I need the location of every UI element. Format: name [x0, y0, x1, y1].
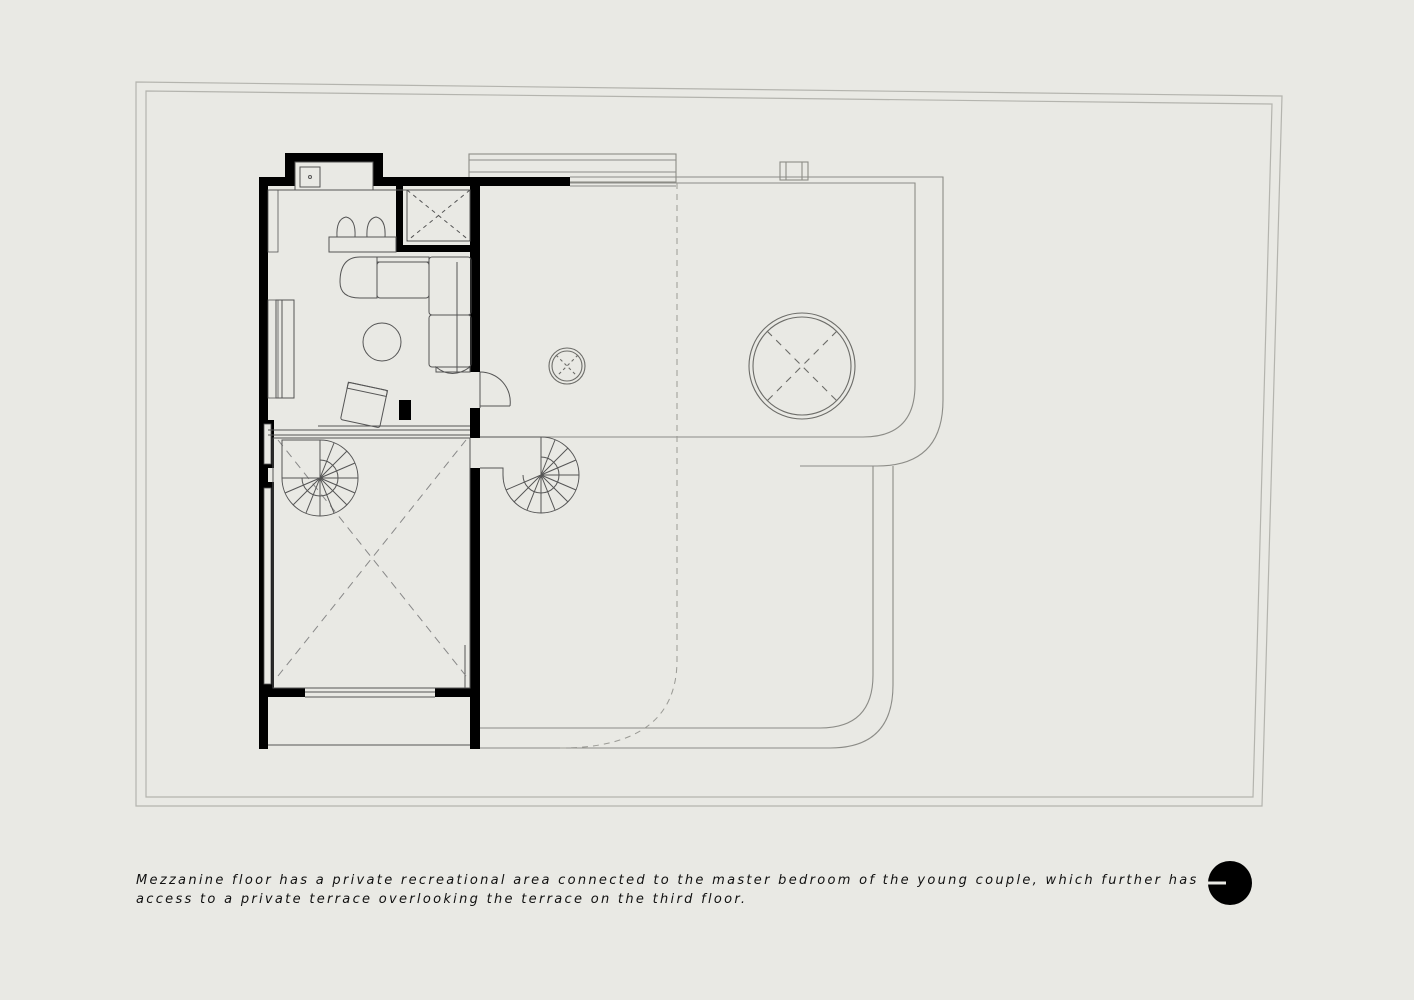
exterior-walls — [259, 153, 570, 749]
caption: Mezzanine floor has a private recreation… — [136, 871, 1199, 909]
caption-line-1: Mezzanine floor has a private recreation… — [136, 873, 1199, 888]
north-arrow-icon — [1208, 861, 1252, 905]
dashed-axis — [559, 183, 678, 749]
lift-shaft — [406, 189, 471, 242]
spiral-stair-left — [281, 439, 359, 517]
caption-line-2: access to a private terrace overlooking … — [136, 892, 748, 907]
interior-lines — [268, 161, 471, 746]
void-marker — [277, 439, 467, 677]
furniture — [328, 216, 511, 428]
terrace-outline — [468, 153, 944, 749]
terrace-skylights — [548, 312, 856, 420]
site-boundary — [135, 81, 1283, 807]
spiral-stair-right — [480, 436, 580, 514]
